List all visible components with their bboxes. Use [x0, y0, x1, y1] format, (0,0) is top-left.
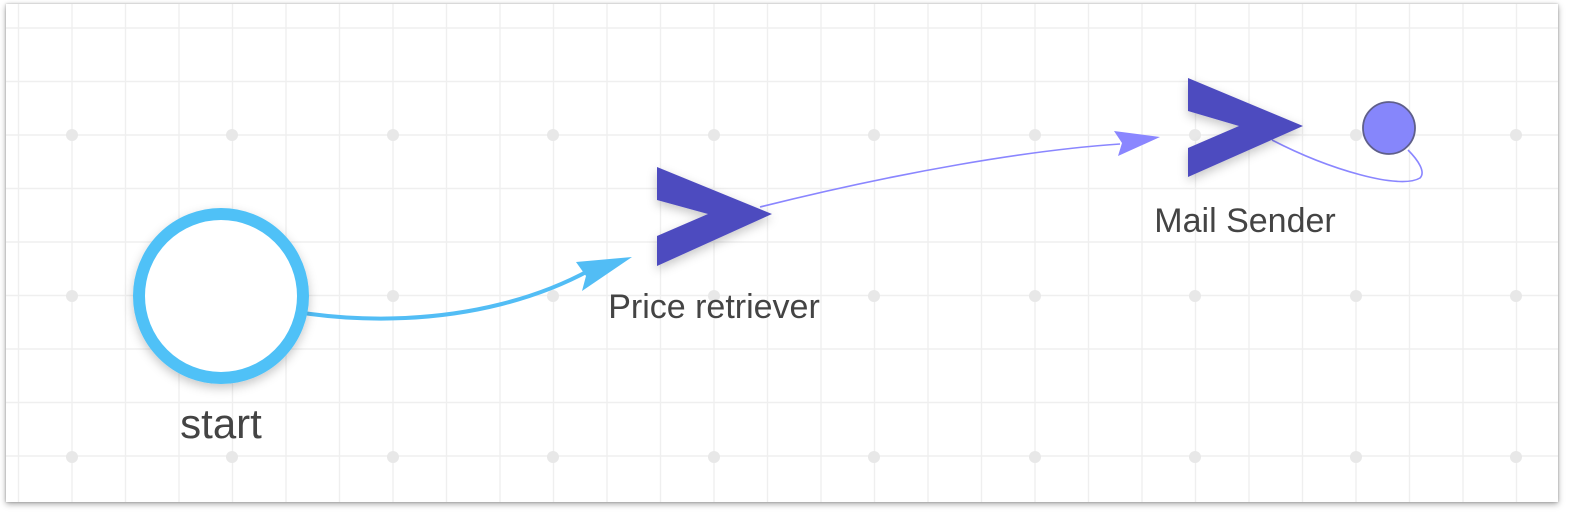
end-node[interactable]: [1362, 101, 1416, 155]
grid-dot: [66, 290, 78, 302]
grid-dot: [226, 451, 238, 463]
grid-dot: [1350, 290, 1362, 302]
grid-dot: [1510, 290, 1522, 302]
grid-dot: [387, 290, 399, 302]
grid-dot: [226, 129, 238, 141]
grid-dot: [1350, 129, 1362, 141]
grid-dot: [66, 129, 78, 141]
price-retriever-node[interactable]: Price retriever: [608, 167, 820, 326]
grid-dot: [868, 129, 880, 141]
mail-sender-label: Mail Sender: [1154, 202, 1335, 240]
price-retriever-label: Price retriever: [608, 288, 820, 326]
end-node-circle[interactable]: [1362, 101, 1416, 155]
grid-dot: [708, 451, 720, 463]
grid-dot: [868, 290, 880, 302]
grid-dot: [1029, 290, 1041, 302]
grid-dot: [547, 290, 559, 302]
start-node-label: start: [180, 400, 262, 447]
grid-dot: [1189, 290, 1201, 302]
edge-price-retriever-to-mail-sender[interactable]: [759, 131, 1160, 208]
grid-dot: [1029, 129, 1041, 141]
grid-dot: [1189, 451, 1201, 463]
grid-dot: [708, 129, 720, 141]
grid-dot: [547, 129, 559, 141]
grid-dot: [708, 290, 720, 302]
grid-dot: [387, 129, 399, 141]
send-arrow-icon[interactable]: [657, 167, 772, 266]
workflow-diagram: start Price retriever Mail Sender: [6, 4, 1558, 502]
send-arrow-icon[interactable]: [1188, 78, 1303, 177]
grid-dot: [1510, 451, 1522, 463]
grid-dot: [1350, 451, 1362, 463]
mail-sender-node[interactable]: Mail Sender: [1154, 78, 1336, 240]
grid-dot: [387, 451, 399, 463]
grid-dot: [868, 451, 880, 463]
edge-mail-sender-to-end[interactable]: [1271, 139, 1423, 183]
workflow-canvas[interactable]: start Price retriever Mail Sender: [6, 4, 1558, 502]
grid-dot: [1029, 451, 1041, 463]
start-node-circle[interactable]: [133, 208, 309, 384]
grid-dot: [66, 451, 78, 463]
start-node[interactable]: start: [133, 208, 309, 447]
grid-dot: [1189, 129, 1201, 141]
grid-dot: [547, 451, 559, 463]
grid-dot: [1510, 129, 1522, 141]
